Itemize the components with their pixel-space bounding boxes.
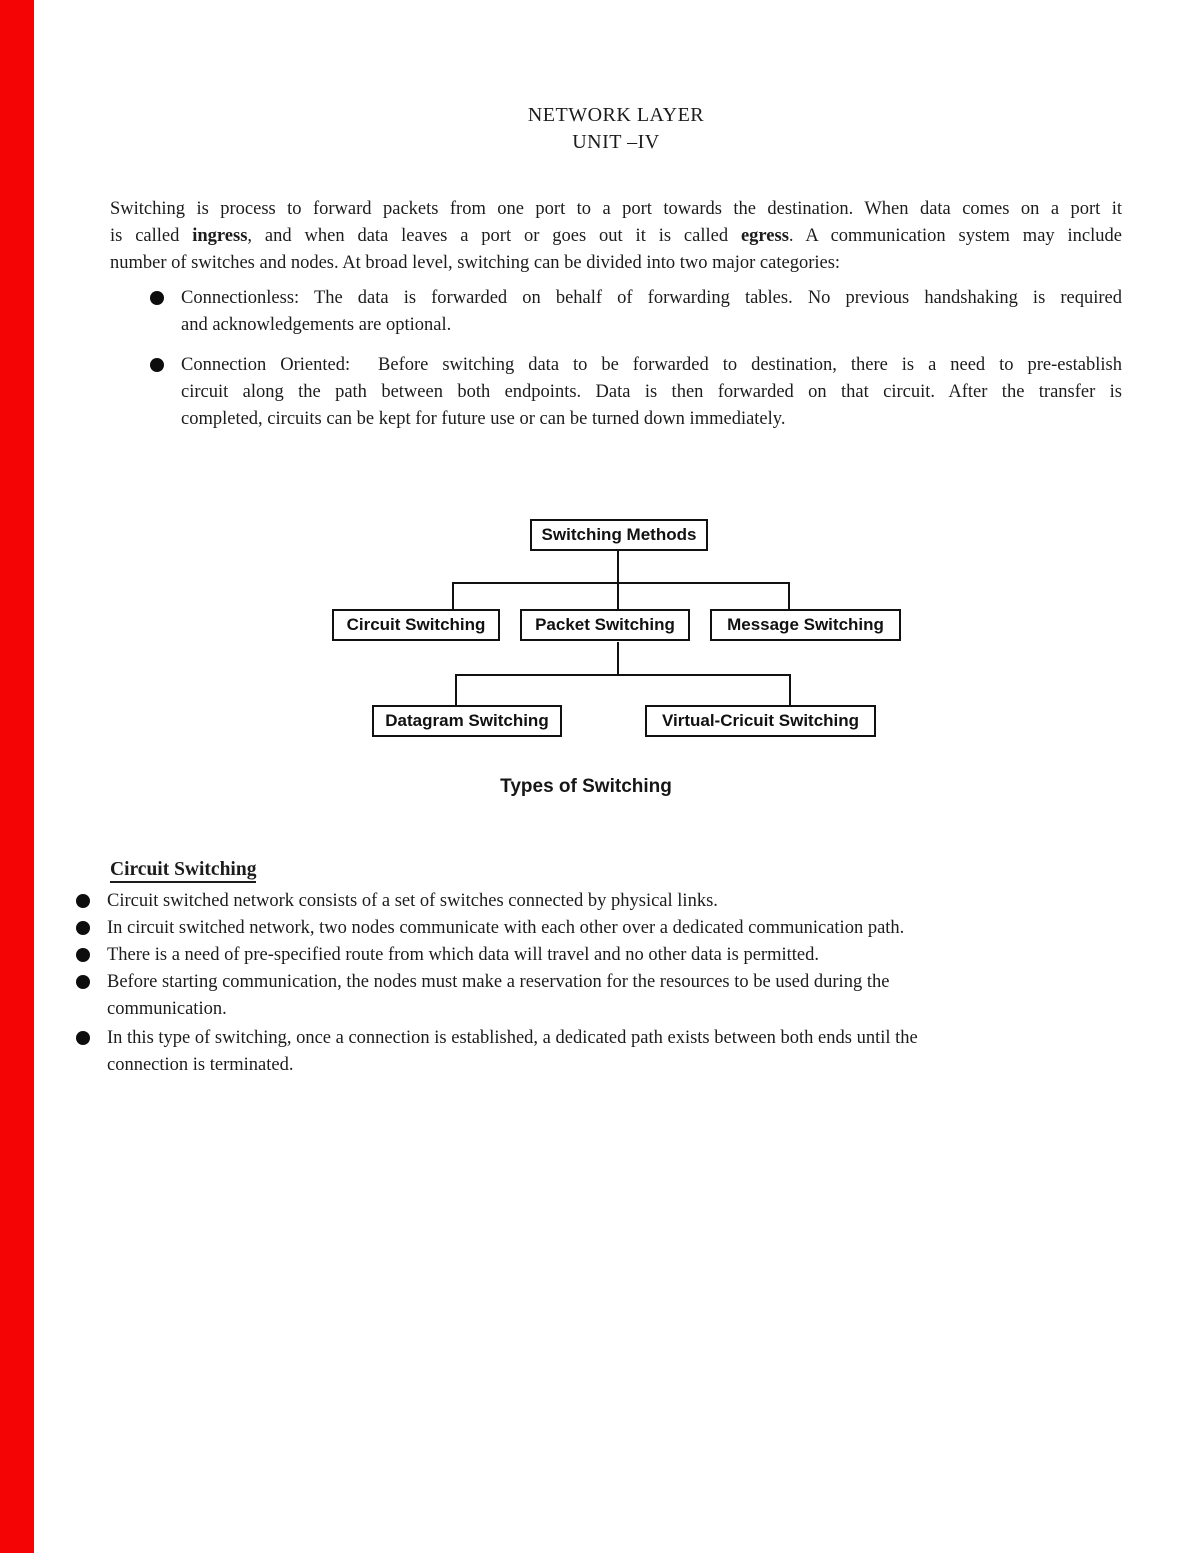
connector-line (617, 551, 619, 610)
text-line: is called ingress, and when data leaves … (110, 226, 1122, 246)
connector-line (789, 674, 791, 705)
bullet-item: In circuit switched network, two nodes c… (76, 915, 1122, 942)
text-line: Connection Oriented: Before switching da… (181, 355, 1122, 375)
box-packet-switching: Packet Switching (520, 609, 690, 641)
box-message-switching: Message Switching (710, 609, 901, 641)
bullet-text: Circuit switched network consists of a s… (107, 888, 1122, 915)
text-line: In this type of switching, once a connec… (107, 1028, 918, 1048)
circuit-switching-bullet-list: Circuit switched network consists of a s… (76, 888, 1122, 1079)
bullet-dot-icon (150, 358, 164, 372)
box-datagram-switching: Datagram Switching (372, 705, 562, 737)
section-heading-circuit-switching: Circuit Switching (110, 859, 257, 883)
text-line: circuit along the path between both endp… (181, 382, 1122, 402)
text-line: communication. (107, 999, 227, 1019)
bullet-item: In this type of switching, once a connec… (76, 1025, 1122, 1079)
bullet-dot-icon (76, 948, 90, 962)
connector-line (452, 582, 790, 584)
bullet-text: Connection Oriented: Before switching da… (181, 352, 1122, 433)
bullet-dot-icon (76, 1031, 90, 1045)
bullet-item: Before starting communication, the nodes… (76, 969, 1122, 1023)
doc-title: NETWORK LAYER (527, 104, 705, 126)
overview-bullet-list: Connectionless: The data is forwarded on… (150, 285, 1122, 446)
bullet-dot-icon (150, 291, 164, 305)
doc-subtitle: UNIT –IV (572, 131, 660, 153)
bullet-text: There is a need of pre-specified route f… (107, 942, 1122, 969)
bullet-dot-icon (76, 894, 90, 908)
title-block: NETWORK LAYER UNIT –IV (110, 102, 1122, 156)
bullet-text: Connectionless: The data is forwarded on… (181, 285, 1122, 339)
text-line: Connectionless: The data is forwarded on… (181, 288, 1122, 308)
box-switching-methods: Switching Methods (530, 519, 708, 551)
text-line: Before starting communication, the nodes… (107, 972, 890, 992)
text-line: number of switches and nodes. At broad l… (110, 253, 841, 273)
connector-line (452, 582, 454, 610)
text-line: There is a need of pre-specified route f… (107, 945, 819, 965)
bullet-item: Circuit switched network consists of a s… (76, 888, 1122, 915)
text-line: Circuit switched network consists of a s… (107, 891, 718, 911)
text-line: completed, circuits can be kept for futu… (181, 409, 786, 429)
bullet-dot-icon (76, 975, 90, 989)
text-line: In circuit switched network, two nodes c… (107, 918, 905, 938)
text-line: connection is terminated. (107, 1055, 294, 1075)
connector-line (455, 674, 791, 676)
diagram-caption: Types of Switching (500, 776, 672, 797)
bullet-item-connectionless: Connectionless: The data is forwarded on… (150, 285, 1122, 339)
bullet-item: There is a need of pre-specified route f… (76, 942, 1122, 969)
text-line: Switching is process to forward packets … (110, 199, 1122, 219)
connector-line (788, 582, 790, 610)
left-edge-accent-bar (0, 0, 34, 1553)
bullet-dot-icon (76, 921, 90, 935)
connector-line (617, 642, 619, 675)
bullet-text: In circuit switched network, two nodes c… (107, 915, 1122, 942)
intro-paragraph: Switching is process to forward packets … (110, 196, 1122, 277)
bullet-item-connection-oriented: Connection Oriented: Before switching da… (150, 352, 1122, 433)
bullet-text: Before starting communication, the nodes… (107, 969, 1122, 1023)
connector-line (455, 674, 457, 705)
bullet-text: In this type of switching, once a connec… (107, 1025, 1122, 1079)
text-line: and acknowledgements are optional. (181, 315, 452, 335)
box-circuit-switching: Circuit Switching (332, 609, 500, 641)
box-virtual-circuit-switching: Virtual-Cricuit Switching (645, 705, 876, 737)
